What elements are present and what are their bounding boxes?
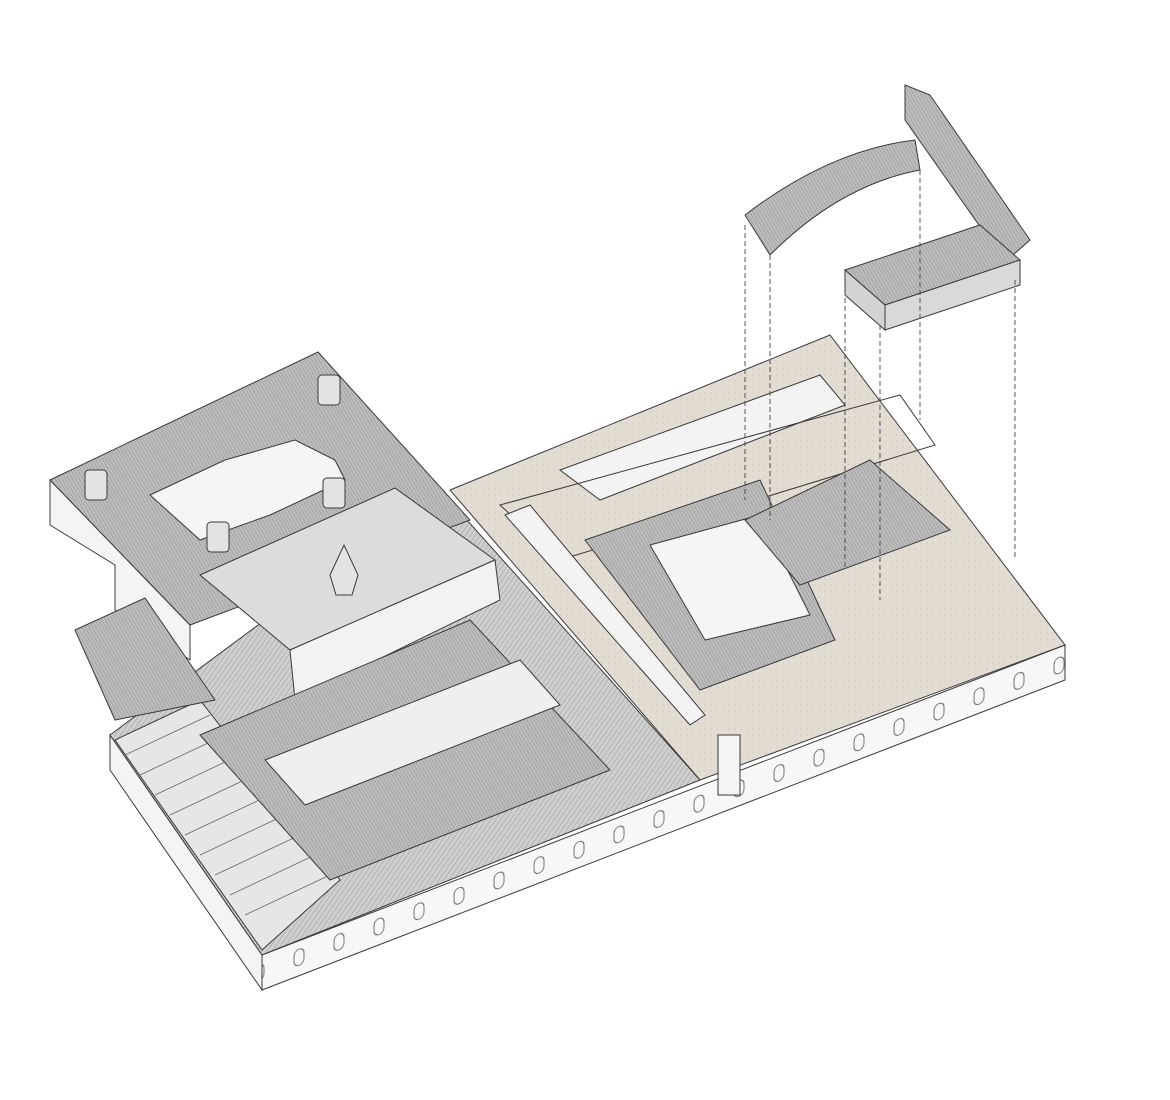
floating-tower-bar [904, 84, 1031, 263]
side-roof-slab [74, 597, 216, 721]
floating-bridge-stair [744, 139, 921, 256]
pyramid-roof [744, 459, 951, 586]
inner-passage [504, 504, 706, 726]
domes [84, 374, 359, 596]
market-hall-skylight [264, 659, 561, 806]
clock-tower [717, 734, 741, 796]
church-colonnade [289, 559, 501, 701]
floating-box-front [884, 259, 1021, 331]
grand-staircase [114, 699, 341, 951]
projection-lines [744, 170, 1016, 600]
